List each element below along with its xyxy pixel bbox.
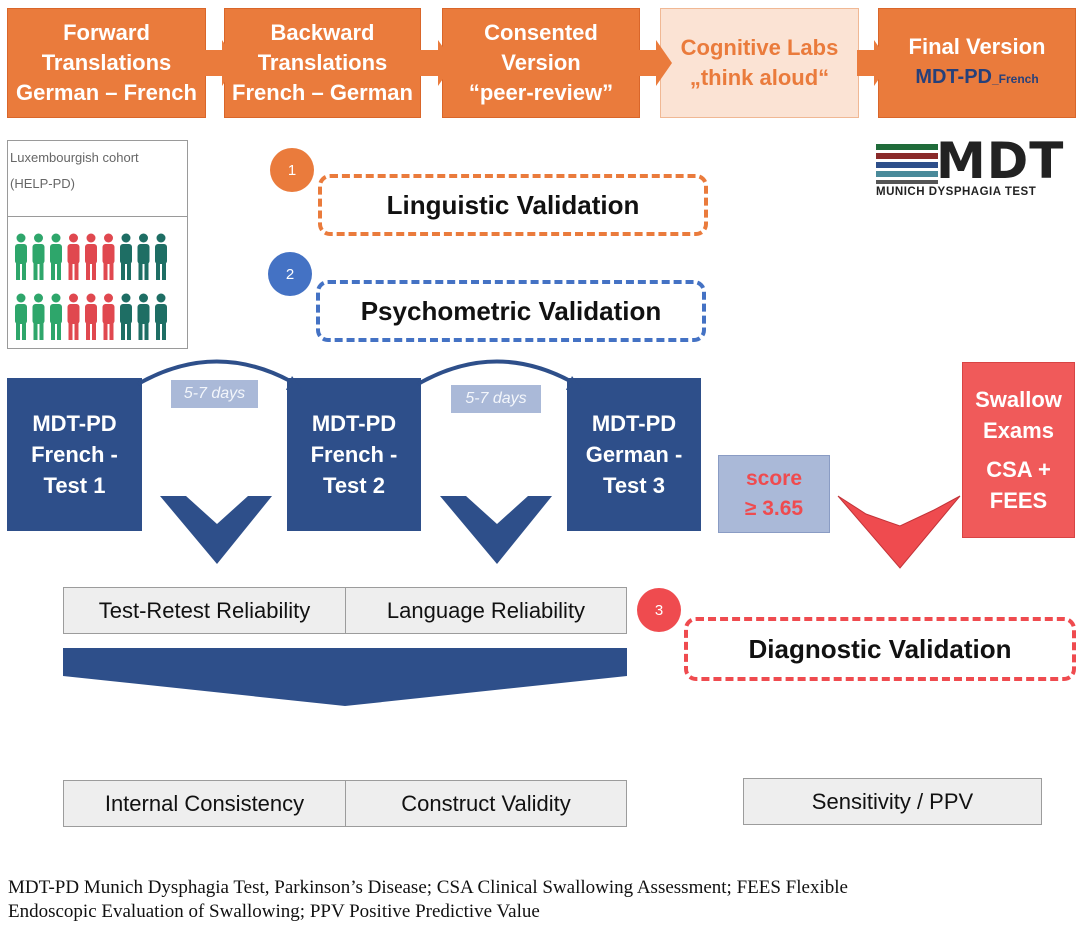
arrow-right-icon (204, 40, 238, 86)
test-2-box: MDT-PD French - Test 2 (287, 378, 421, 531)
curved-arrow-icon (417, 359, 573, 386)
step-line: Translations (41, 50, 172, 75)
psychometric-arrows (63, 359, 961, 706)
step-line: Consented (484, 20, 598, 45)
cohort-label-box: Luxembourgish cohort (HELP-PD) (7, 140, 188, 217)
step-backward-translations: Backward Translations French – German (224, 8, 421, 118)
step-final-version: Final Version MDT-PD_French (878, 8, 1076, 118)
test-line: Test 2 (323, 473, 385, 498)
swallow-line: FEES (989, 488, 1048, 513)
cohort-title: Luxembourgish cohort (10, 150, 139, 165)
sensitivity-ppv-box: Sensitivity / PPV (743, 778, 1042, 825)
person-icon (50, 293, 62, 340)
test-line: MDT-PD (311, 411, 397, 436)
test-line: French - (31, 442, 118, 467)
final-version-label: MDT-PD_French (915, 62, 1038, 94)
test-line: German - (585, 442, 683, 467)
swallow-line: Swallow (975, 387, 1062, 412)
language-reliability-box: Language Reliability (345, 587, 627, 634)
final-version-subscript: _French (991, 72, 1039, 86)
test-line: Test 1 (43, 473, 106, 498)
person-icon (32, 233, 45, 280)
arrow-right-icon (419, 40, 454, 86)
curved-arrow-icon (137, 359, 293, 386)
step-consented-version: Consented Version “peer-review” (442, 8, 640, 118)
step-forward-translations: Forward Translations German – French (7, 8, 206, 118)
chevron-down-icon (837, 495, 961, 569)
person-icon (120, 233, 132, 280)
person-icon (67, 233, 80, 280)
test-line: French - (310, 442, 398, 467)
chevron-down-icon (160, 496, 272, 564)
mdt-logo: MDT MUNICH DYSPHAGIA TEST (876, 134, 1081, 202)
score-box: score ≥ 3.65 (718, 455, 830, 533)
step-line: „think aloud“ (689, 65, 830, 90)
final-version-main: MDT-PD (915, 66, 992, 88)
person-icon (155, 233, 167, 280)
step-number-2: 2 (268, 252, 312, 296)
person-icon (15, 293, 27, 340)
step-line: “peer-review” (468, 80, 614, 105)
cohort-panel: Luxembourgish cohort (HELP-PD) (7, 140, 188, 349)
test-3-box: MDT-PD German - Test 3 (567, 378, 701, 531)
figure-caption: MDT-PD Munich Dysphagia Test, Parkinson’… (8, 876, 1078, 924)
internal-consistency-box: Internal Consistency (63, 780, 346, 827)
person-icon (32, 293, 45, 340)
person-icon (120, 293, 132, 340)
caption-line: Endoscopic Evaluation of Swallowing; PPV… (8, 901, 540, 922)
arrowhead-icon (566, 376, 582, 390)
score-threshold: ≥ 3.65 (744, 497, 804, 520)
person-icon (50, 233, 62, 280)
step-line: German – French (16, 80, 197, 105)
step-line: Backward (270, 20, 375, 45)
person-icon (85, 293, 97, 340)
score-label: score (745, 467, 803, 490)
step-number-3: 3 (637, 588, 681, 632)
caption-line: MDT-PD Munich Dysphagia Test, Parkinson’… (8, 877, 848, 898)
step-connectors (204, 40, 890, 86)
step-line: Translations (257, 50, 388, 75)
wide-chevron-down-icon (63, 648, 627, 706)
diagnostic-validation-box: Diagnostic Validation (684, 617, 1076, 681)
logo-stripes-icon (876, 144, 938, 184)
test-line: Test 3 (603, 473, 665, 498)
step-cognitive-labs: Cognitive Labs „think aloud“ (660, 8, 859, 118)
cohort-people-icons (15, 233, 167, 340)
person-icon (15, 233, 27, 280)
step-line: Cognitive Labs (680, 35, 839, 60)
step-line: Final Version (908, 34, 1046, 59)
step-number-1: 1 (270, 148, 314, 192)
swallow-exams-box: Swallow Exams CSA + FEES (962, 362, 1075, 538)
chevron-down-icon (440, 496, 552, 564)
psychometric-validation-box: Psychometric Validation (316, 280, 706, 342)
step-line: Version (501, 50, 581, 75)
arrow-right-icon (857, 40, 890, 86)
linguistic-validation-box: Linguistic Validation (318, 174, 708, 236)
test-1-box: MDT-PD French - Test 1 (7, 378, 142, 531)
interval-label-2: 5-7 days (451, 385, 541, 413)
interval-label-1: 5-7 days (171, 380, 258, 408)
swallow-line: CSA + (986, 457, 1051, 482)
person-icon (137, 233, 150, 280)
swallow-line: Exams (983, 418, 1054, 443)
person-icon (85, 233, 97, 280)
test-line: MDT-PD (591, 411, 677, 436)
arrowhead-icon (286, 376, 302, 390)
person-icon (67, 293, 80, 340)
construct-validity-box: Construct Validity (345, 780, 627, 827)
arrow-right-icon (638, 40, 672, 86)
person-icon (155, 293, 167, 340)
logo-text: MDT (936, 132, 1065, 190)
logo-subtitle: MUNICH DYSPHAGIA TEST (876, 186, 1037, 198)
step-line: Forward (63, 20, 150, 45)
step-line: French – German (232, 80, 413, 105)
test-line: MDT-PD (32, 411, 117, 436)
person-icon (102, 233, 115, 280)
test-retest-reliability-box: Test-Retest Reliability (63, 587, 346, 634)
person-icon (137, 293, 150, 340)
person-icon (102, 293, 115, 340)
cohort-subtitle: (HELP-PD) (10, 176, 76, 191)
